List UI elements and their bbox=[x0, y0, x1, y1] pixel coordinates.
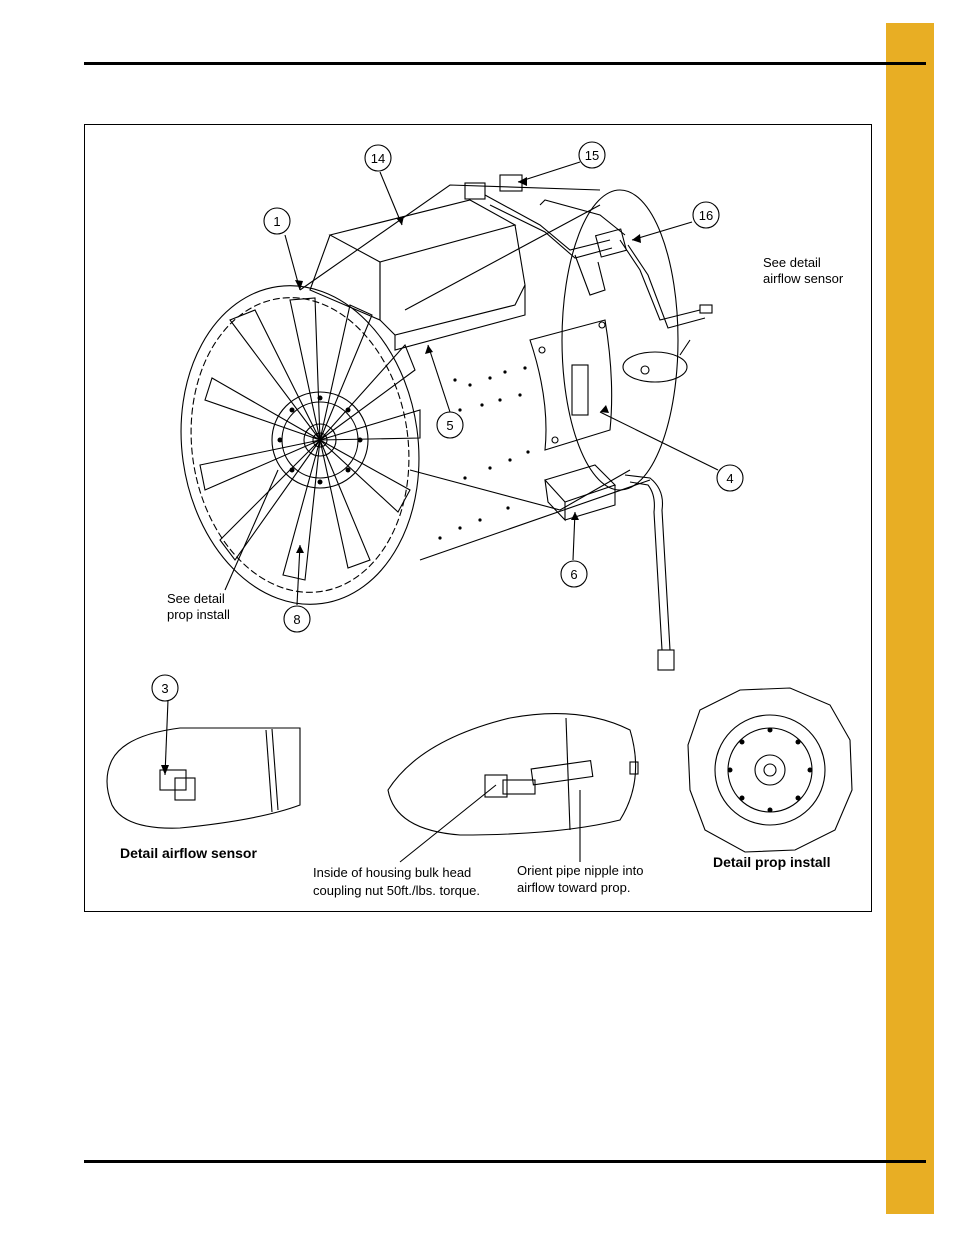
note-see-detail-prop-2: prop install bbox=[167, 607, 230, 622]
supply-pipe bbox=[625, 475, 674, 670]
callout-15: 15 bbox=[585, 148, 599, 163]
detail-bulk-head-drawing bbox=[388, 714, 638, 835]
note-pipe-nipple-2: airflow toward prop. bbox=[517, 880, 630, 895]
note-bulk-head-1: Inside of housing bulk head bbox=[313, 865, 471, 880]
control-box bbox=[310, 200, 525, 350]
access-panel bbox=[530, 320, 612, 450]
callout-14: 14 bbox=[371, 151, 385, 166]
note-pipe-nipple-1: Orient pipe nipple into bbox=[517, 863, 643, 878]
junction-box bbox=[545, 465, 615, 520]
callout-1: 1 bbox=[273, 214, 280, 229]
callout-6: 6 bbox=[570, 567, 577, 582]
callout-3: 3 bbox=[161, 681, 168, 696]
note-see-detail-prop-1: See detail bbox=[167, 591, 225, 606]
callout-5: 5 bbox=[446, 418, 453, 433]
detail-airflow-sensor-drawing bbox=[107, 728, 300, 828]
fan-blades bbox=[200, 298, 420, 580]
callout-8: 8 bbox=[293, 612, 300, 627]
note-see-detail-airflow-2: airflow sensor bbox=[763, 271, 844, 286]
caption-airflow-sensor: Detail airflow sensor bbox=[120, 845, 257, 861]
note-bulk-head-2: coupling nut 50ft./lbs. torque. bbox=[313, 883, 480, 898]
note-see-detail-airflow-1: See detail bbox=[763, 255, 821, 270]
callout-4: 4 bbox=[726, 471, 733, 486]
gas-valve-train bbox=[465, 175, 712, 328]
callout-16: 16 bbox=[699, 208, 713, 223]
detail-prop-drawing bbox=[688, 688, 852, 852]
caption-prop-install: Detail prop install bbox=[713, 854, 830, 870]
